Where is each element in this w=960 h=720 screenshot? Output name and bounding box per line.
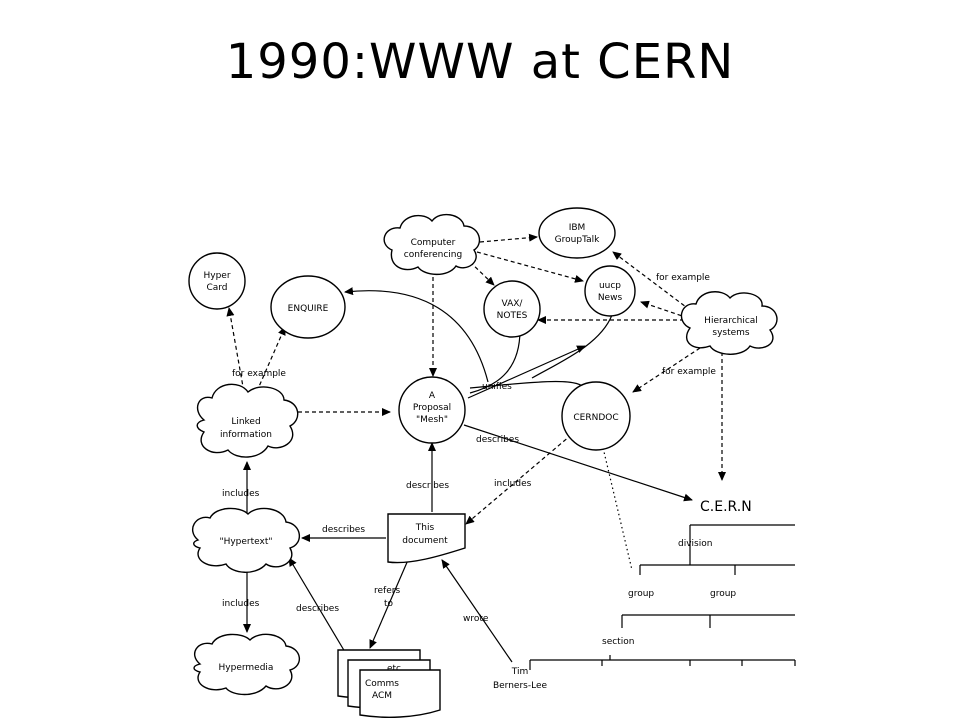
node-hypercard: Hyper Card	[188, 252, 246, 310]
svg-text:etc: etc	[387, 664, 401, 674]
slide-title: 1990:WWW at CERN	[225, 34, 735, 90]
edge-linked-enquire	[253, 326, 286, 399]
node-document-stack: etc Comms ACM	[337, 649, 441, 718]
svg-text:IBM: IBM	[569, 223, 586, 233]
edge-labels: for example for example for example unif…	[222, 273, 716, 624]
edge-linked-hypercard	[226, 307, 246, 399]
label-for-example-hier-ibm: for example	[656, 273, 710, 283]
edge-hier-ibm	[612, 251, 691, 311]
label-describes-doc-proposal: describes	[406, 481, 449, 491]
node-vax-notes: VAX/ NOTES	[483, 280, 541, 338]
node-hypermedia: Hypermedia	[193, 633, 300, 696]
label-wrote: wrote	[463, 614, 489, 624]
edge-hier-cerndoc	[632, 347, 701, 393]
edge-hier-uucp	[640, 300, 689, 319]
svg-text:Berners-Lee: Berners-Lee	[493, 681, 548, 691]
node-uucp-news: uucp News	[584, 265, 636, 317]
svg-text:Hypermedia: Hypermedia	[219, 663, 274, 673]
edge-doc-acm	[369, 559, 409, 649]
org-root: C.E.R.N	[700, 499, 752, 515]
svg-text:conferencing: conferencing	[404, 250, 462, 260]
svg-text:Linked: Linked	[231, 417, 260, 427]
label-includes-cerndoc: includes	[494, 479, 532, 489]
node-hierarchical-systems: Hierarchical systems	[680, 291, 778, 355]
edge-vax-proposal	[469, 329, 521, 394]
svg-text:uucp: uucp	[599, 281, 621, 291]
label-describes-doc-hypertext: describes	[322, 525, 365, 535]
svg-text:VAX/: VAX/	[502, 299, 524, 309]
svg-text:ACM: ACM	[372, 691, 392, 701]
edge-conf-vax	[469, 261, 495, 286]
svg-text:"Mesh": "Mesh"	[416, 415, 448, 425]
org-group-2: group	[710, 589, 736, 599]
org-division: division	[678, 539, 712, 549]
label-describes-acm: describes	[296, 604, 339, 614]
edge-acm-hypertext	[288, 557, 346, 653]
node-this-document: This document	[387, 513, 466, 564]
svg-text:Computer: Computer	[411, 238, 456, 248]
svg-text:Proposal: Proposal	[413, 403, 451, 413]
edge-proposal-cern	[463, 424, 693, 502]
edge-cerndoc-doc	[465, 429, 578, 525]
svg-text:A: A	[429, 391, 436, 401]
node-enquire: ENQUIRE	[270, 275, 346, 339]
svg-text:information: information	[220, 430, 272, 440]
edge-proposal-enquire	[344, 287, 489, 383]
svg-text:Card: Card	[206, 283, 227, 293]
label-refers: refers	[374, 586, 400, 596]
node-linked-information: Linked information	[196, 383, 299, 458]
node-proposal-mesh: A Proposal "Mesh"	[398, 376, 466, 444]
edge-uucp-curve	[531, 314, 613, 379]
label-includes-linked: includes	[222, 489, 260, 499]
svg-text:Hyper: Hyper	[203, 271, 230, 281]
svg-text:NOTES: NOTES	[497, 311, 528, 321]
node-hypertext: "Hypertext"	[192, 507, 300, 573]
label-describes-proposal-cern: describes	[476, 435, 519, 445]
label-for-example-hier-cerndoc: for example	[662, 367, 716, 377]
node-ibm-grouptalk: IBM GroupTalk	[538, 207, 616, 259]
svg-text:document: document	[402, 536, 448, 546]
edge-conf-uucp	[476, 251, 584, 283]
node-tim-berners-lee: Tim Berners-Lee	[493, 667, 548, 691]
svg-text:Hierarchical: Hierarchical	[704, 316, 758, 326]
svg-text:GroupTalk: GroupTalk	[555, 235, 600, 245]
svg-text:News: News	[598, 293, 623, 303]
label-for-example-linked: for example	[232, 369, 286, 379]
svg-text:Tim: Tim	[511, 667, 529, 677]
node-computer-conferencing: Computer conferencing	[383, 213, 481, 276]
svg-text:CERNDOC: CERNDOC	[573, 413, 618, 423]
label-includes-hypertext: includes	[222, 599, 260, 609]
org-section: section	[602, 637, 634, 647]
edge-proposal-uucp	[467, 345, 586, 399]
edge-tbl-doc	[441, 559, 513, 663]
svg-text:This: This	[415, 523, 435, 533]
edge-conf-ibm	[479, 233, 538, 243]
label-unifies: unifies	[482, 382, 512, 392]
svg-text:systems: systems	[712, 328, 750, 338]
edges	[226, 233, 726, 663]
org-group-1: group	[628, 589, 654, 599]
svg-text:ENQUIRE: ENQUIRE	[288, 304, 329, 314]
label-to: to	[384, 599, 394, 609]
node-cerndoc: CERNDOC	[561, 381, 631, 451]
svg-text:Comms: Comms	[365, 679, 399, 689]
svg-text:"Hypertext": "Hypertext"	[219, 537, 272, 547]
edge-cerndoc-group	[599, 434, 633, 571]
org-chart: C.E.R.N division group group section	[529, 499, 796, 670]
